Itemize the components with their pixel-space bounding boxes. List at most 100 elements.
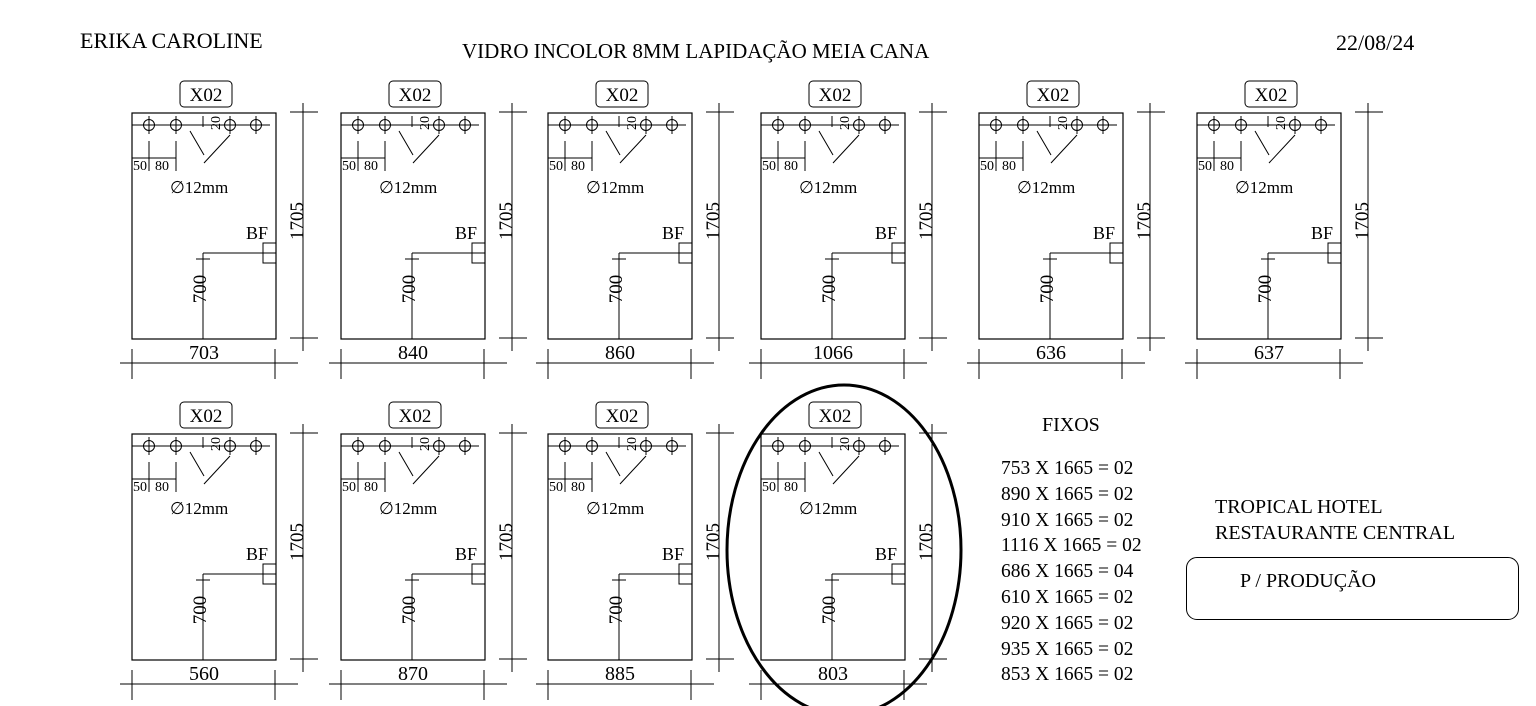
panel-height-dim: 1705 — [496, 202, 517, 240]
hole-vertical-dim: 20 — [625, 437, 640, 451]
panel-tag: X02 — [190, 406, 223, 427]
dimension-line — [1036, 130, 1052, 156]
bf-height-dim: 700 — [606, 275, 627, 304]
hotel-name: TROPICAL HOTEL — [1215, 496, 1383, 518]
production-box — [1186, 557, 1519, 620]
panel-height-dim: 1705 — [287, 523, 308, 561]
panel-tag-box — [808, 80, 862, 108]
panel-outline — [131, 433, 277, 661]
hole-vertical-dim: 20 — [838, 116, 853, 130]
hole-vertical-dim: 20 — [1056, 116, 1071, 130]
panel-tag-box — [388, 401, 442, 429]
fixos-item: 610 X 1665 = 02 — [1001, 586, 1134, 608]
dimension-line — [1050, 134, 1078, 164]
panel-height-dim: 1705 — [496, 523, 517, 561]
hole-diameter-label: ∅12mm — [799, 499, 857, 518]
bf-label: BF — [455, 544, 477, 564]
dimension-line — [412, 134, 440, 164]
panel-outline — [760, 112, 906, 340]
hole-vertical-dim: 20 — [418, 116, 433, 130]
panel-outline — [340, 433, 486, 661]
hole-diameter-label: ∅12mm — [586, 499, 644, 518]
dimension-line — [619, 455, 647, 485]
bf-height-dim: 700 — [819, 596, 840, 625]
hole-offset-dim: 80 — [571, 159, 585, 174]
panel-outline — [978, 112, 1124, 340]
panel-height-dim: 1705 — [1134, 202, 1155, 240]
panel-width-dim: 803 — [818, 663, 848, 685]
panel-outline — [547, 112, 693, 340]
panel-tag-box — [808, 401, 862, 429]
dimension-line — [818, 130, 834, 156]
bf-label: BF — [455, 223, 477, 243]
hole-offset-dim: 50 — [133, 159, 147, 174]
panel-height-dim: 1705 — [916, 202, 937, 240]
panel-width-dim: 885 — [605, 663, 635, 685]
panel-height-dim: 1705 — [703, 523, 724, 561]
panel-outline — [1196, 112, 1342, 340]
dimension-line — [398, 130, 414, 156]
panel-tag: X02 — [399, 85, 432, 106]
panel-tag: X02 — [606, 406, 639, 427]
bf-height-dim: 700 — [190, 275, 211, 304]
dimension-line — [412, 455, 440, 485]
panel-width-dim: 703 — [189, 342, 219, 364]
fixos-list: 753 X 1665 = 02 890 X 1665 = 02 910 X 16… — [1001, 456, 1142, 688]
panel-outline — [340, 112, 486, 340]
hole-diameter-label: ∅12mm — [379, 499, 437, 518]
panel-tag: X02 — [606, 85, 639, 106]
panel-outline — [760, 433, 906, 661]
hole-offset-dim: 80 — [155, 159, 169, 174]
hole-diameter-label: ∅12mm — [1235, 178, 1293, 197]
hole-diameter-label: ∅12mm — [170, 178, 228, 197]
bf-height-dim: 700 — [399, 596, 420, 625]
hole-diameter-label: ∅12mm — [799, 178, 857, 197]
hole-offset-dim: 50 — [762, 159, 776, 174]
panel-tag: X02 — [1037, 85, 1070, 106]
hole-offset-dim: 80 — [1220, 159, 1234, 174]
bf-label: BF — [1311, 223, 1333, 243]
panel-width-dim: 560 — [189, 663, 219, 685]
bf-label: BF — [246, 223, 268, 243]
panel-height-dim: 1705 — [287, 202, 308, 240]
dimension-line — [818, 451, 834, 477]
dimension-line — [605, 130, 621, 156]
hole-diameter-label: ∅12mm — [1017, 178, 1075, 197]
hole-offset-dim: 80 — [364, 480, 378, 495]
fixos-title: FIXOS — [1042, 414, 1100, 436]
panel-outline — [547, 433, 693, 661]
fixos-item: 890 X 1665 = 02 — [1001, 483, 1134, 505]
hole-vertical-dim: 20 — [418, 437, 433, 451]
panel-width-dim: 860 — [605, 342, 635, 364]
hotel-section: RESTAURANTE CENTRAL — [1215, 522, 1456, 544]
panel-tag-box — [595, 401, 649, 429]
dimension-line — [832, 134, 860, 164]
panel-width-dim: 1066 — [813, 342, 853, 364]
panel-tag-box — [595, 80, 649, 108]
fixos-item: 910 X 1665 = 02 — [1001, 509, 1134, 531]
hole-offset-dim: 80 — [571, 480, 585, 495]
dimension-line — [398, 451, 414, 477]
bf-height-dim: 700 — [190, 596, 211, 625]
dimension-line — [1268, 134, 1296, 164]
hole-offset-dim: 50 — [549, 480, 563, 495]
document-title: VIDRO INCOLOR 8MM LAPIDAÇÃO MEIA CANA — [462, 39, 930, 63]
dimension-line — [203, 134, 231, 164]
bf-height-dim: 700 — [606, 596, 627, 625]
panel-tag: X02 — [190, 85, 223, 106]
hole-offset-dim: 50 — [549, 159, 563, 174]
panel-tag-box — [179, 80, 233, 108]
panel-tag-box — [1244, 80, 1298, 108]
fixos-item: 1116 X 1665 = 02 — [1001, 535, 1142, 557]
bf-label: BF — [1093, 223, 1115, 243]
fixos-item: 853 X 1665 = 02 — [1001, 664, 1134, 686]
hole-offset-dim: 80 — [155, 480, 169, 495]
dimension-line — [619, 134, 647, 164]
panel-width-dim: 840 — [398, 342, 428, 364]
hole-offset-dim: 50 — [1198, 159, 1212, 174]
panel-width-dim: 636 — [1036, 342, 1066, 364]
